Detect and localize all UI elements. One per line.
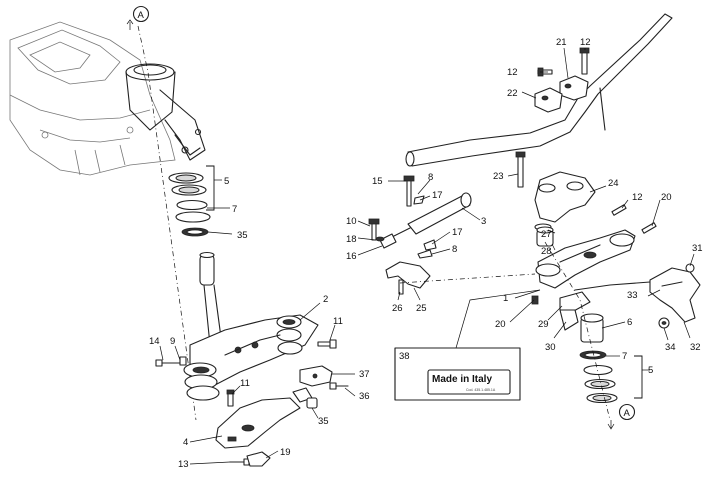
label-22: 22 <box>507 88 518 99</box>
right-bearing-stack <box>579 313 618 404</box>
frame-tank-drawing <box>9 21 206 176</box>
label-7-right: 7 <box>622 351 627 362</box>
label-14: 14 <box>149 336 160 347</box>
label-32: 32 <box>690 342 701 353</box>
part-number-labels: 5 7 35 2 11 9 14 37 11 36 35 4 19 13 21 … <box>149 37 703 470</box>
label-11-left: 11 <box>333 316 343 327</box>
left-leaders <box>159 302 356 465</box>
label-3: 3 <box>481 216 486 227</box>
label-26: 26 <box>392 303 403 314</box>
label-36: 36 <box>359 391 370 402</box>
left-small-parts <box>155 339 349 467</box>
label-25: 25 <box>416 303 427 314</box>
label-20-right: 20 <box>661 192 672 203</box>
upper-triple-clamp <box>531 204 657 331</box>
made-in-italy-code: Cod. 435.1.485.1A <box>466 388 496 392</box>
label-35-upper: 35 <box>237 230 248 241</box>
label-28: 28 <box>541 246 552 257</box>
label-13: 13 <box>178 459 189 470</box>
label-18: 18 <box>346 234 357 245</box>
ref-marker-top <box>132 5 150 23</box>
label-21: 21 <box>556 37 567 48</box>
lower-triple-clamp <box>183 251 319 401</box>
ref-marker-top-label: A <box>138 10 145 21</box>
label-4: 4 <box>183 437 188 448</box>
label-8-bottom: 8 <box>452 244 457 255</box>
label-17-bottom: 17 <box>452 227 463 238</box>
label-2: 2 <box>323 294 328 305</box>
right-bracket <box>649 263 701 329</box>
made-in-italy-plate <box>394 289 541 401</box>
right-leaders <box>357 47 695 371</box>
label-10: 10 <box>346 216 357 227</box>
steering-axis-line <box>137 25 197 421</box>
label-29: 29 <box>538 319 549 330</box>
left-bearing-stack <box>168 172 211 237</box>
label-30: 30 <box>545 342 556 353</box>
label-5-left: 5 <box>224 176 229 187</box>
label-20-left: 20 <box>495 319 506 330</box>
steering-damper <box>368 175 472 295</box>
label-16: 16 <box>346 251 357 262</box>
label-1: 1 <box>503 293 508 304</box>
damper-axis-line <box>399 273 536 284</box>
label-5-right: 5 <box>648 365 653 376</box>
label-9: 9 <box>170 336 175 347</box>
label-15: 15 <box>372 176 383 187</box>
label-6: 6 <box>627 317 632 328</box>
ref-marker-bottom <box>618 403 636 421</box>
label-24: 24 <box>608 178 619 189</box>
label-17-top: 17 <box>432 190 443 201</box>
label-37: 37 <box>359 369 370 380</box>
label-12-left: 12 <box>507 67 518 78</box>
label-12-right: 12 <box>632 192 643 203</box>
label-31: 31 <box>692 243 703 254</box>
label-12-top: 12 <box>580 37 591 48</box>
handlebar <box>405 13 673 167</box>
label-38: 38 <box>399 351 410 362</box>
label-19: 19 <box>280 447 291 458</box>
label-27: 27 <box>541 229 552 240</box>
label-35-lower: 35 <box>318 416 329 427</box>
risers <box>515 47 596 247</box>
ref-marker-bottom-label: A <box>624 408 631 419</box>
label-34: 34 <box>665 342 676 353</box>
made-in-italy-text: Made in Italy <box>432 374 492 385</box>
label-33: 33 <box>627 290 638 301</box>
label-11-lower: 11 <box>240 378 250 389</box>
label-8-top: 8 <box>428 172 433 183</box>
label-23: 23 <box>493 171 504 182</box>
label-7-left: 7 <box>232 204 237 215</box>
